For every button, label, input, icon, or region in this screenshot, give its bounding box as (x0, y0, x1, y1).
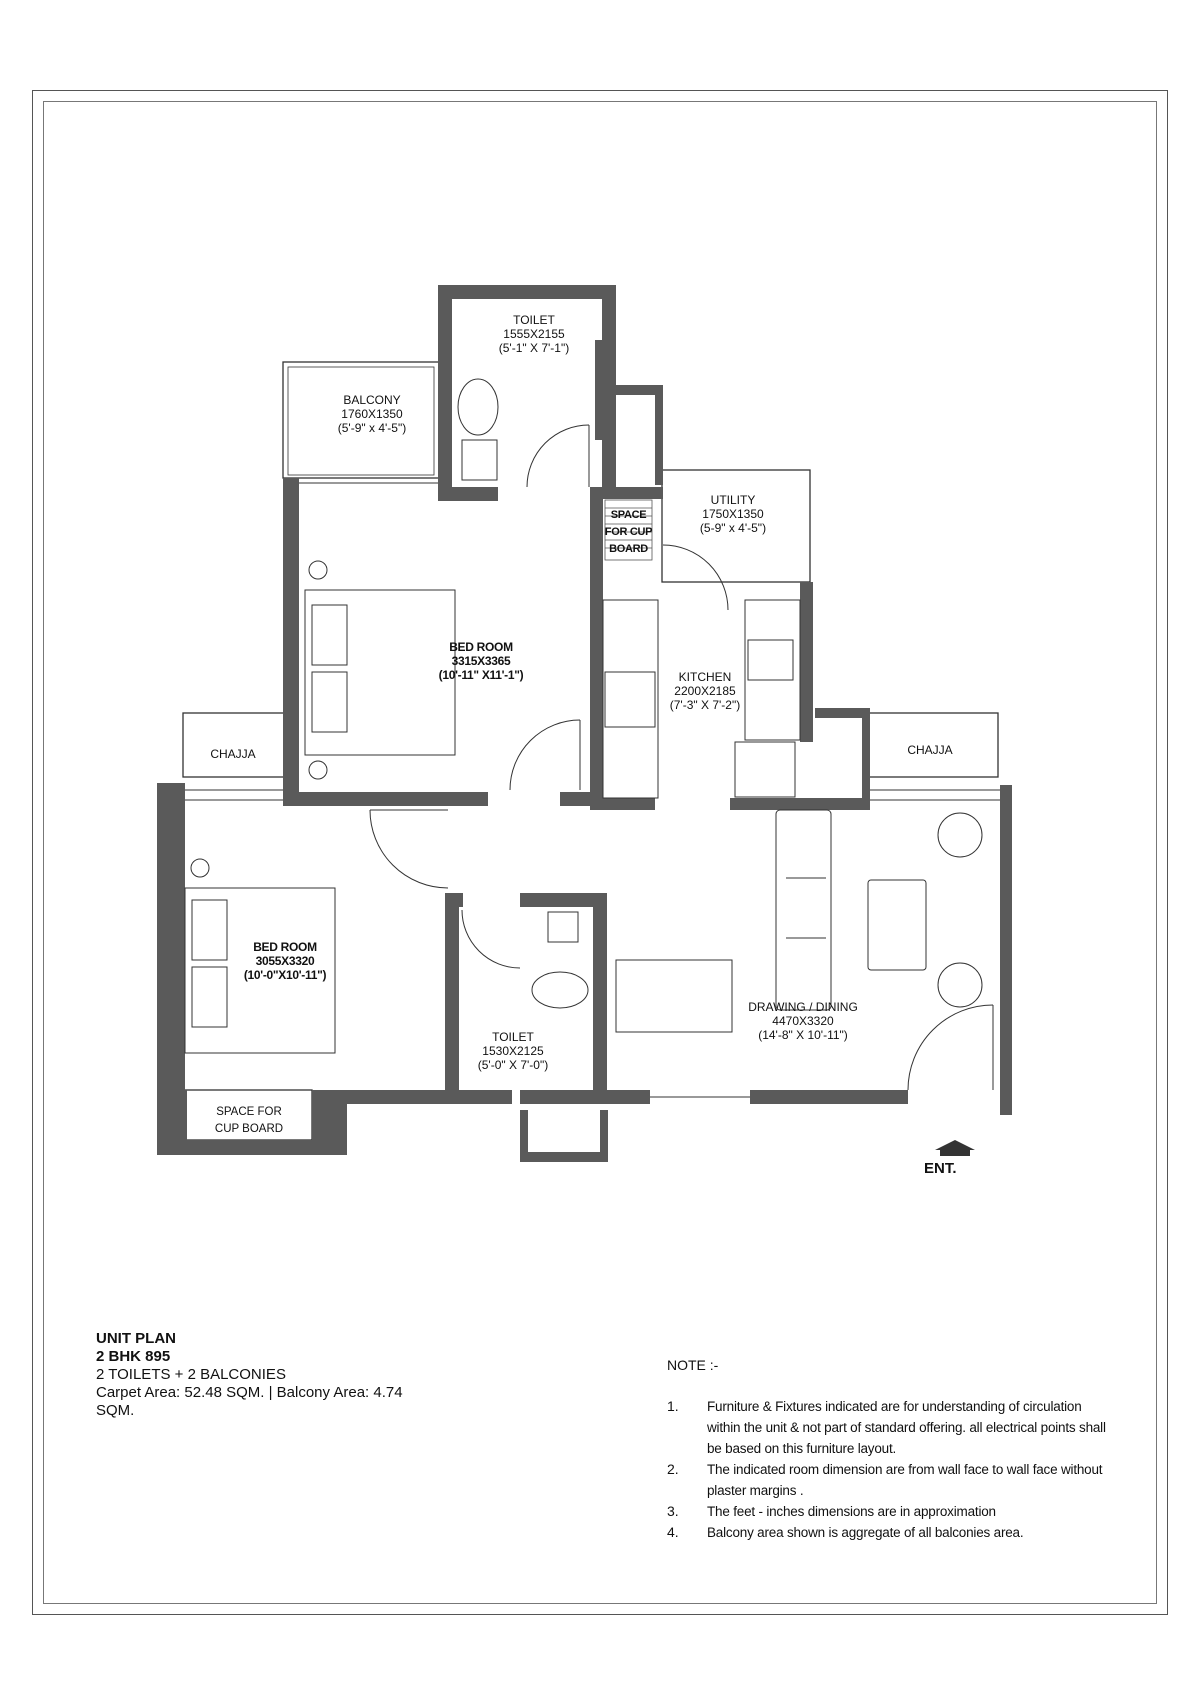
room-name: UTILITY (710, 493, 756, 507)
room-label-chajja-right: CHAJJA (890, 743, 970, 757)
room-size-mm: 3055X3320 (255, 954, 315, 968)
label-line: SPACE FOR (216, 1106, 282, 1118)
room-name: KITCHEN (678, 670, 732, 684)
note-item: 1. Furniture & Fixtures indicated are fo… (667, 1396, 1117, 1459)
room-size-ft: (14'-8" X 10'-11") (758, 1028, 848, 1042)
note-number: 1. (667, 1398, 679, 1414)
unit-area: Carpet Area: 52.48 SQM. | Balcony Area: … (96, 1384, 403, 1401)
room-name: TOILET (492, 1030, 534, 1044)
label-line: SPACE (610, 509, 647, 521)
room-size-mm: 1555X2155 (503, 327, 565, 341)
room-name: DRAWING / DINING (748, 1000, 858, 1014)
unit-config: 2 TOILETS + 2 BALCONIES (96, 1366, 286, 1383)
note-text: The indicated room dimension are from wa… (707, 1462, 1103, 1498)
room-label-toilet-2: TOILET 1530X2125 (5'-0" X 7'-0") (463, 1030, 563, 1072)
label-line: CUP BOARD (214, 1123, 284, 1135)
note-number: 3. (667, 1503, 679, 1519)
room-size-ft: (10'-0"X10'-11") (243, 968, 327, 982)
note-item: 2. The indicated room dimension are from… (667, 1459, 1117, 1501)
note-item: 3. The feet - inches dimensions are in a… (667, 1501, 1117, 1522)
note-number: 2. (667, 1461, 679, 1477)
walls (157, 285, 1012, 1162)
unit-info: UNIT PLAN 2 BHK 895 2 TOILETS + 2 BALCON… (96, 1330, 496, 1420)
room-label-utility: UTILITY 1750X1350 (5-9" x 4'-5") (683, 493, 783, 535)
room-name: BALCONY (343, 393, 401, 407)
note-text: Furniture & Fixtures indicated are for u… (707, 1399, 1106, 1456)
room-label-bedroom-1: BED ROOM 3315X3365 (10'-11" X11'-1") (426, 640, 536, 682)
room-name: CHAJJA (907, 743, 953, 757)
room-name: BED ROOM (253, 940, 317, 954)
room-label-cupboard-1: SPACE FOR CUP BOARD (601, 507, 656, 558)
sheet-border-inner (43, 101, 1157, 1604)
room-size-ft: (5'-1" X 7'-1") (498, 341, 570, 355)
sheet-border-outer (32, 90, 1168, 1615)
label-line: BOARD (609, 543, 648, 555)
room-name: CHAJJA (210, 747, 256, 761)
room-label-toilet-1: TOILET 1555X2155 (5'-1" X 7'-1") (484, 313, 584, 355)
notes: NOTE :- 1. Furniture & Fixtures indicate… (667, 1355, 1117, 1543)
room-size-ft: (5'-0" X 7'-0") (477, 1058, 549, 1072)
room-size-mm: 1760X1350 (341, 407, 403, 421)
room-label-cupboard-2: SPACE FOR CUP BOARD (190, 1104, 308, 1138)
label-line: FOR CUP (604, 526, 653, 538)
room-label-chajja-left: CHAJJA (193, 747, 273, 761)
unit-title: UNIT PLAN (96, 1330, 176, 1347)
floor-plan (157, 285, 1012, 1162)
note-number: 4. (667, 1524, 679, 1540)
unit-area-cont: SQM. (96, 1402, 135, 1419)
unit-type: 2 BHK 895 (96, 1348, 171, 1365)
room-size-mm: 3315X3365 (451, 654, 511, 668)
room-size-ft: (5'-9" x 4'-5") (337, 421, 407, 435)
room-size-mm: 4470X3320 (772, 1014, 834, 1028)
room-size-mm: 2200X2185 (674, 684, 736, 698)
room-name: TOILET (513, 313, 555, 327)
room-name: BED ROOM (449, 640, 513, 654)
room-size-ft: (10'-11" X11'-1") (438, 668, 524, 682)
notes-heading: NOTE :- (667, 1357, 719, 1373)
note-item: 4. Balcony area shown is aggregate of al… (667, 1522, 1117, 1543)
room-size-mm: 1530X2125 (482, 1044, 544, 1058)
note-text: Balcony area shown is aggregate of all b… (707, 1525, 1024, 1540)
room-label-drawing-dining: DRAWING / DINING 4470X3320 (14'-8" X 10'… (733, 1000, 873, 1042)
room-label-balcony: BALCONY 1760X1350 (5'-9" x 4'-5") (322, 393, 422, 435)
room-size-mm: 1750X1350 (702, 507, 764, 521)
entrance-label: ENT. (924, 1160, 957, 1177)
room-size-ft: (7'-3" X 7'-2") (669, 698, 741, 712)
room-label-kitchen: KITCHEN 2200X2185 (7'-3" X 7'-2") (660, 670, 750, 712)
room-size-ft: (5-9" x 4'-5") (699, 521, 767, 535)
room-label-bedroom-2: BED ROOM 3055X3320 (10'-0"X10'-11") (230, 940, 340, 982)
note-text: The feet - inches dimensions are in appr… (707, 1504, 996, 1519)
